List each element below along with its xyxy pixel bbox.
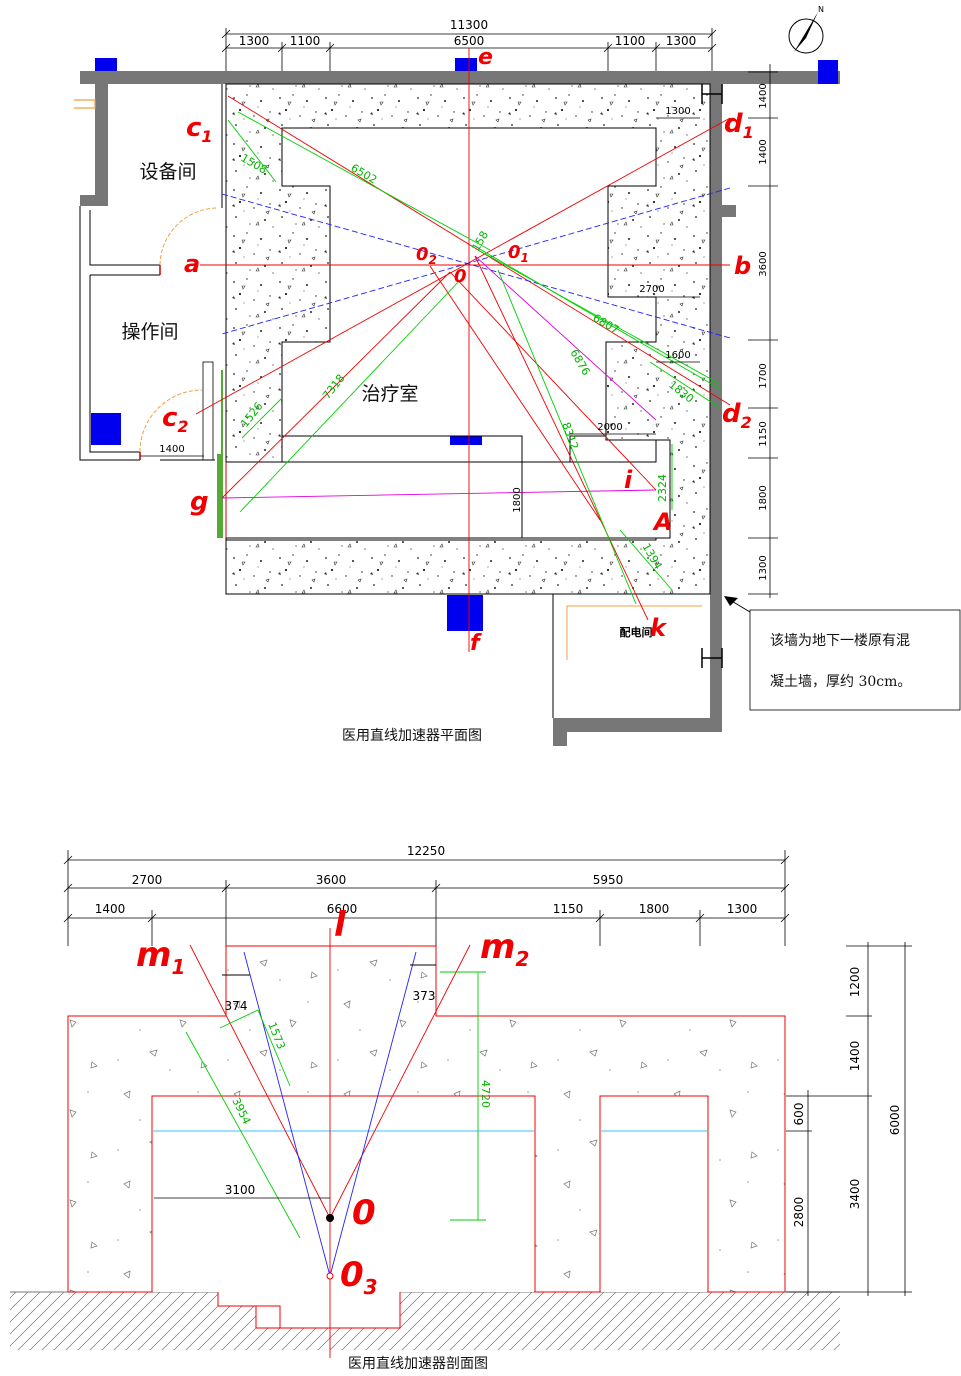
distribution-room [552, 594, 702, 718]
point-c2: c2 [162, 403, 189, 436]
maze-corridor-2 [521, 439, 671, 539]
section-view: 12250 2700 3600 5950 1400 6600 1150 1800… [10, 844, 912, 1372]
section-rdim-6000: 6000 [888, 1105, 902, 1136]
point-f: f [470, 631, 482, 656]
plan-dim-1400-inner: 1400 [159, 444, 184, 455]
point-i: i [624, 466, 633, 494]
point-k: k [650, 614, 668, 642]
section-dim-6600: 6600 [327, 902, 358, 916]
section-rdim-3400: 3400 [848, 1179, 862, 1210]
isocenter-marker [326, 1214, 334, 1222]
gdim-2324: 2324 [656, 474, 669, 502]
point-A: A [652, 508, 673, 536]
plan-rdim-1150: 1150 [758, 421, 769, 446]
point-d2: d2 [722, 399, 752, 432]
section-dim-373: 373 [413, 989, 436, 1003]
plan-beam-lines [195, 95, 731, 621]
section-dim-1800: 1800 [639, 902, 670, 916]
section-total-width: 12250 [407, 844, 445, 858]
section-dim-1300: 1300 [727, 902, 758, 916]
section-point-o3: 03 [340, 1255, 378, 1299]
point-o: 0 [454, 266, 467, 287]
plan-rdim-1400a: 1400 [758, 83, 769, 108]
plan-dim-6500: 6500 [454, 34, 485, 48]
room-label-distribution: 配电间 [620, 625, 653, 639]
plan-right-door-marks [701, 84, 723, 668]
section-room-interior [153, 1097, 534, 1292]
section-point-o: 0 [352, 1193, 376, 1233]
section-top-dimensions [63, 850, 790, 946]
plan-rdim-1800: 1800 [758, 485, 769, 510]
source-marker [326, 1272, 334, 1280]
section-pit-step [256, 1305, 281, 1328]
plan-point-labels: c1 d1 a b e f c2 d2 02 01 0 g i A k [162, 45, 754, 656]
point-o1: 01 [508, 242, 529, 265]
plan-dim-1300-inner: 1300 [665, 106, 690, 117]
point-c1: c1 [186, 113, 213, 146]
section-right-dimensions [786, 942, 912, 1296]
plan-dim-1800-inner: 1800 [512, 487, 523, 512]
section-gdim-4720: 4720 [479, 1080, 492, 1108]
section-rdim-600: 600 [792, 1103, 806, 1126]
section-point-labels: l m1 m2 0 03 [136, 905, 529, 1299]
plan-rdim-1700: 1700 [758, 363, 769, 388]
point-g: g [190, 487, 209, 517]
section-pit [217, 1292, 401, 1329]
room-label-equipment: 设备间 [139, 161, 196, 183]
point-d1: d1 [724, 109, 754, 142]
section-concrete-body [67, 945, 786, 1293]
section-rdim-1400: 1400 [848, 1041, 862, 1072]
section-rdim-1200: 1200 [848, 967, 862, 998]
point-e: e [478, 45, 493, 70]
wall-note-line-2: 凝土墙，厚约 30cm。 [770, 674, 911, 690]
plan-rdim-1400b: 1400 [758, 139, 769, 164]
plan-total-width: 11300 [450, 18, 488, 32]
point-b: b [734, 252, 751, 280]
plan-dim-1300-right: 1300 [666, 34, 697, 48]
plan-pipe-fitting [74, 99, 96, 109]
plan-rdim-1300: 1300 [758, 555, 769, 580]
north-arrow-icon: N [788, 5, 824, 54]
section-dim-1400: 1400 [95, 902, 126, 916]
section-dim-5950: 5950 [593, 873, 624, 887]
plan-caption: 医用直线加速器平面图 [342, 727, 482, 744]
maze-corridor [225, 461, 523, 539]
room-label-treatment: 治疗室 [361, 383, 418, 405]
plan-view: 11300 1300 1100 6500 1100 1300 N [74, 5, 961, 746]
svg-text:N: N [818, 5, 824, 14]
plan-dim-2700: 2700 [639, 284, 664, 295]
section-point-m2: m2 [480, 927, 529, 971]
plan-dim-1300-left: 1300 [239, 34, 270, 48]
section-point-l: l [334, 905, 347, 945]
plan-right-dimensions [748, 64, 778, 598]
plan-outer-walls [80, 71, 840, 746]
plan-dim-1600: 1600 [665, 350, 690, 361]
section-maze-interior [601, 1097, 707, 1292]
section-caption: 医用直线加速器剖面图 [348, 1355, 488, 1372]
section-green-dims [185, 971, 486, 1239]
point-a: a [184, 250, 200, 278]
plan-dim-1100-left: 1100 [290, 34, 321, 48]
section-beam-lines [189, 944, 471, 1277]
wall-note-callout: 该墙为地下一楼原有混 凝土墙，厚约 30cm。 [724, 596, 961, 711]
plan-dim-1100-right: 1100 [615, 34, 646, 48]
plan-inner-dims [140, 117, 700, 536]
section-rdim-2800: 2800 [792, 1197, 806, 1228]
plan-side-rooms [79, 84, 223, 461]
section-dim-1150: 1150 [553, 902, 584, 916]
ground-hatch [10, 1292, 840, 1350]
section-dim-3600: 3600 [316, 873, 347, 887]
plan-doors [139, 207, 223, 538]
section-point-m1: m1 [136, 935, 185, 979]
section-dim-374: 374 [225, 999, 248, 1013]
plan-top-dimensions [221, 28, 717, 72]
plan-dim-2000: 2000 [597, 422, 622, 433]
room-label-operation: 操作间 [121, 321, 178, 343]
section-dim-2700: 2700 [132, 873, 163, 887]
point-o2: 02 [416, 244, 437, 267]
wall-note-line-1: 该墙为地下一楼原有混 [770, 633, 910, 649]
plan-rdim-3600: 3600 [758, 251, 769, 276]
section-dim-3100: 3100 [225, 1183, 256, 1197]
